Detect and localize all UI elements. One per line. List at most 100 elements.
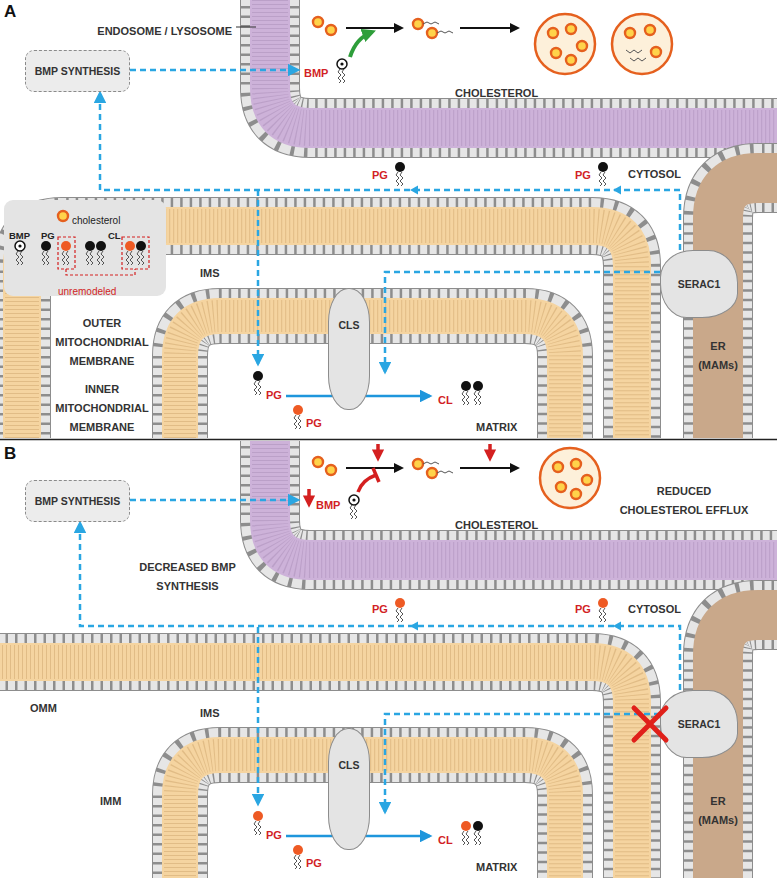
cholesterol-flow-part: [612, 14, 672, 74]
lipid-transport-arrows-part: [257, 190, 260, 364]
endosome-membrane-part: [270, 0, 777, 128]
cholesterol-flow-part: [313, 17, 323, 27]
cholesterol-flow-part: [326, 25, 336, 35]
lipid-icons-part: [395, 598, 405, 622]
endosome-membrane: [270, 0, 777, 128]
legend-panel-part: [96, 241, 106, 265]
legend-panel-part: [122, 237, 149, 269]
panel-letter: B: [4, 444, 16, 464]
node-text: SERAC1: [678, 278, 721, 291]
cholesterol-flow-part: [551, 48, 561, 58]
inner-mitochondrial-membrane-part: [180, 316, 565, 438]
compartment-label: ER (MAMs): [695, 790, 741, 828]
cholesterol-flow-part: [423, 22, 453, 33]
compartment-label: CYTOSOL: [628, 603, 681, 615]
cholesterol-flow-part: [645, 25, 655, 35]
panel-b-art: [0, 441, 777, 878]
outer-mitochondrial-membrane-part: [0, 662, 632, 878]
endosome-membrane-part: [270, 441, 777, 560]
legend-text: PG: [41, 230, 55, 241]
lipid-label: PG: [575, 169, 591, 181]
compartment-label: IMS: [200, 262, 220, 281]
legend-entry: BMP: [9, 224, 30, 243]
cholesterol-flow-part: [651, 47, 661, 57]
membrane-label: INNER MITOCHONDRIAL MEMBRANE: [55, 383, 148, 433]
legend-text: cholesterol: [72, 215, 120, 226]
cholesterol-flow-part: [553, 462, 563, 472]
protein-blob: SERAC1: [660, 690, 738, 758]
membrane-label: IMM: [100, 795, 121, 807]
compartment-label: MATRIX: [476, 856, 517, 875]
leader-line: [236, 27, 256, 28]
membrane-label: OUTER MITOCHONDRIAL MEMBRANE: [54, 312, 150, 370]
lipid-label: PG: [575, 603, 591, 615]
node-text: SERAC1: [678, 718, 721, 731]
lipid-icons-part: [293, 405, 303, 429]
legend-panel-part: [61, 241, 71, 265]
compartment-label: ER (MAMs): [698, 340, 738, 371]
compartment-label: CYTOSOL: [628, 598, 681, 617]
node-text: BMP SYNTHESIS: [35, 65, 121, 78]
panel-letter: A: [4, 2, 16, 22]
legend-entry: cholesterol: [72, 209, 120, 228]
cholesterol-flow-part: [346, 27, 402, 29]
legend-panel-part: [125, 241, 135, 265]
enzyme-blob: CLS: [328, 288, 370, 410]
lipid-transport-arrows: [130, 500, 660, 836]
lipid-icons-part: [598, 598, 608, 622]
legend-entry: unremodeled: [58, 280, 116, 299]
legend-panel-part: [66, 269, 135, 275]
cholesterol-flow-part: [571, 489, 581, 499]
lipid-transport-arrows-part: [385, 272, 660, 372]
lipid-label: CL: [438, 829, 453, 848]
membrane-label: OMM: [30, 697, 57, 716]
cholesterol-flow-part: [373, 468, 379, 482]
cholesterol-flow-part: [460, 27, 518, 29]
lipid-label: PG: [575, 598, 591, 617]
compartment-label: ENDOSOME / LYSOSOME: [88, 20, 232, 39]
compartment-label: CYTOSOL: [628, 163, 681, 182]
cholesterol-flow-part: [571, 459, 581, 469]
process-label: CHOLESTEROL: [455, 514, 538, 533]
lipid-label: PG: [372, 603, 388, 615]
compartment-label: IMS: [200, 707, 220, 719]
knockout-cross-part: [634, 708, 666, 740]
cholesterol-flow-part: [488, 444, 492, 458]
lipid-label: BMP: [316, 499, 340, 511]
legend-panel-part: [85, 241, 95, 265]
lipid-transport-arrows-part: [385, 714, 660, 812]
legend-panel: [4, 200, 166, 296]
lipid-icons-part: [253, 811, 263, 835]
lipid-icons-part: [461, 381, 471, 405]
lipid-label: CL: [438, 394, 453, 406]
inner-mitochondrial-membrane-part: [180, 316, 565, 438]
lipid-label: CL: [438, 834, 453, 846]
effect-label: REDUCED CHOLESTEROL EFFLUX: [620, 485, 749, 516]
dashed-process-box: BMP SYNTHESIS: [25, 480, 130, 522]
protein-blob: SERAC1: [660, 250, 738, 318]
lipid-transport-arrows: [130, 70, 660, 396]
membrane-label: OUTER MITOCHONDRIAL MEMBRANE: [55, 317, 148, 367]
effect-label: DECREASED BMP SYNTHESIS: [135, 556, 240, 594]
compartment-label: ER (MAMs): [698, 795, 738, 826]
legend-panel-part: [136, 241, 146, 265]
lipid-label: PG: [266, 384, 282, 403]
cholesterol-flow-part: [535, 14, 595, 74]
cholesterol-flow-part: [540, 448, 600, 508]
cholesterol-flow: [313, 14, 672, 83]
legend-text: unremodeled: [58, 286, 116, 297]
cholesterol-flow-part: [326, 465, 336, 475]
legend-entry: CL: [108, 224, 121, 243]
effect-label: REDUCED CHOLESTEROL EFFLUX: [618, 480, 750, 518]
compartment-label: ER (MAMs): [695, 335, 741, 373]
cholesterol-flow-part: [625, 28, 635, 38]
panel-divider: [0, 439, 777, 441]
lipid-label: BMP: [304, 62, 328, 81]
cholesterol-flow-part: [337, 59, 347, 83]
cholesterol-flow-part: [556, 482, 566, 492]
lipid-label: PG: [266, 824, 282, 843]
connectors: [80, 93, 680, 690]
cholesterol-flow-part: [566, 55, 576, 65]
